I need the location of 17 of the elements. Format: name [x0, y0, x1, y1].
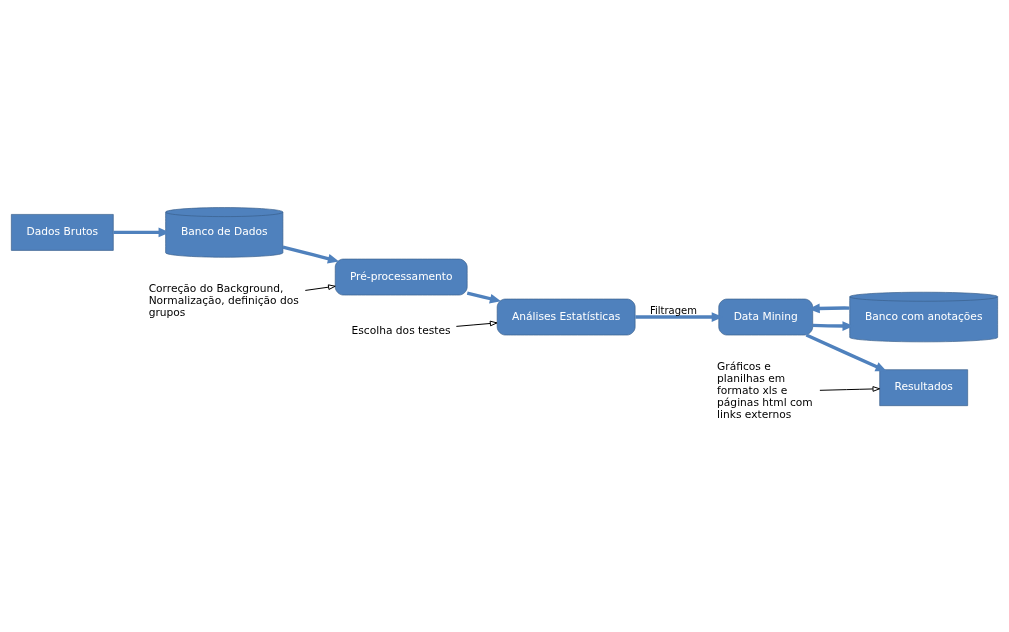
node-box: Dados Brutos — [11, 214, 114, 251]
arrow — [466, 291, 502, 304]
node-box: Resultados — [879, 369, 968, 406]
arrow — [282, 245, 340, 264]
node-box: Pré-processamento — [334, 258, 468, 296]
arrow — [819, 386, 881, 392]
node-box: Análises Estatísticas — [496, 298, 636, 336]
edge-label: Filtragem — [649, 304, 697, 316]
arrow — [635, 312, 723, 322]
arrow — [805, 333, 887, 372]
node-text: Gráficos e planilhas em formato xls e páginas html com links externos — [717, 360, 813, 422]
arrow — [455, 320, 498, 327]
arrow — [304, 284, 336, 291]
node-box: Data Mining — [718, 298, 814, 336]
node-text: Escolha dos testes — [351, 323, 451, 337]
arrow — [812, 321, 854, 331]
node-text: Correção do Background, Normalização, definição dos grupos — [148, 282, 299, 320]
